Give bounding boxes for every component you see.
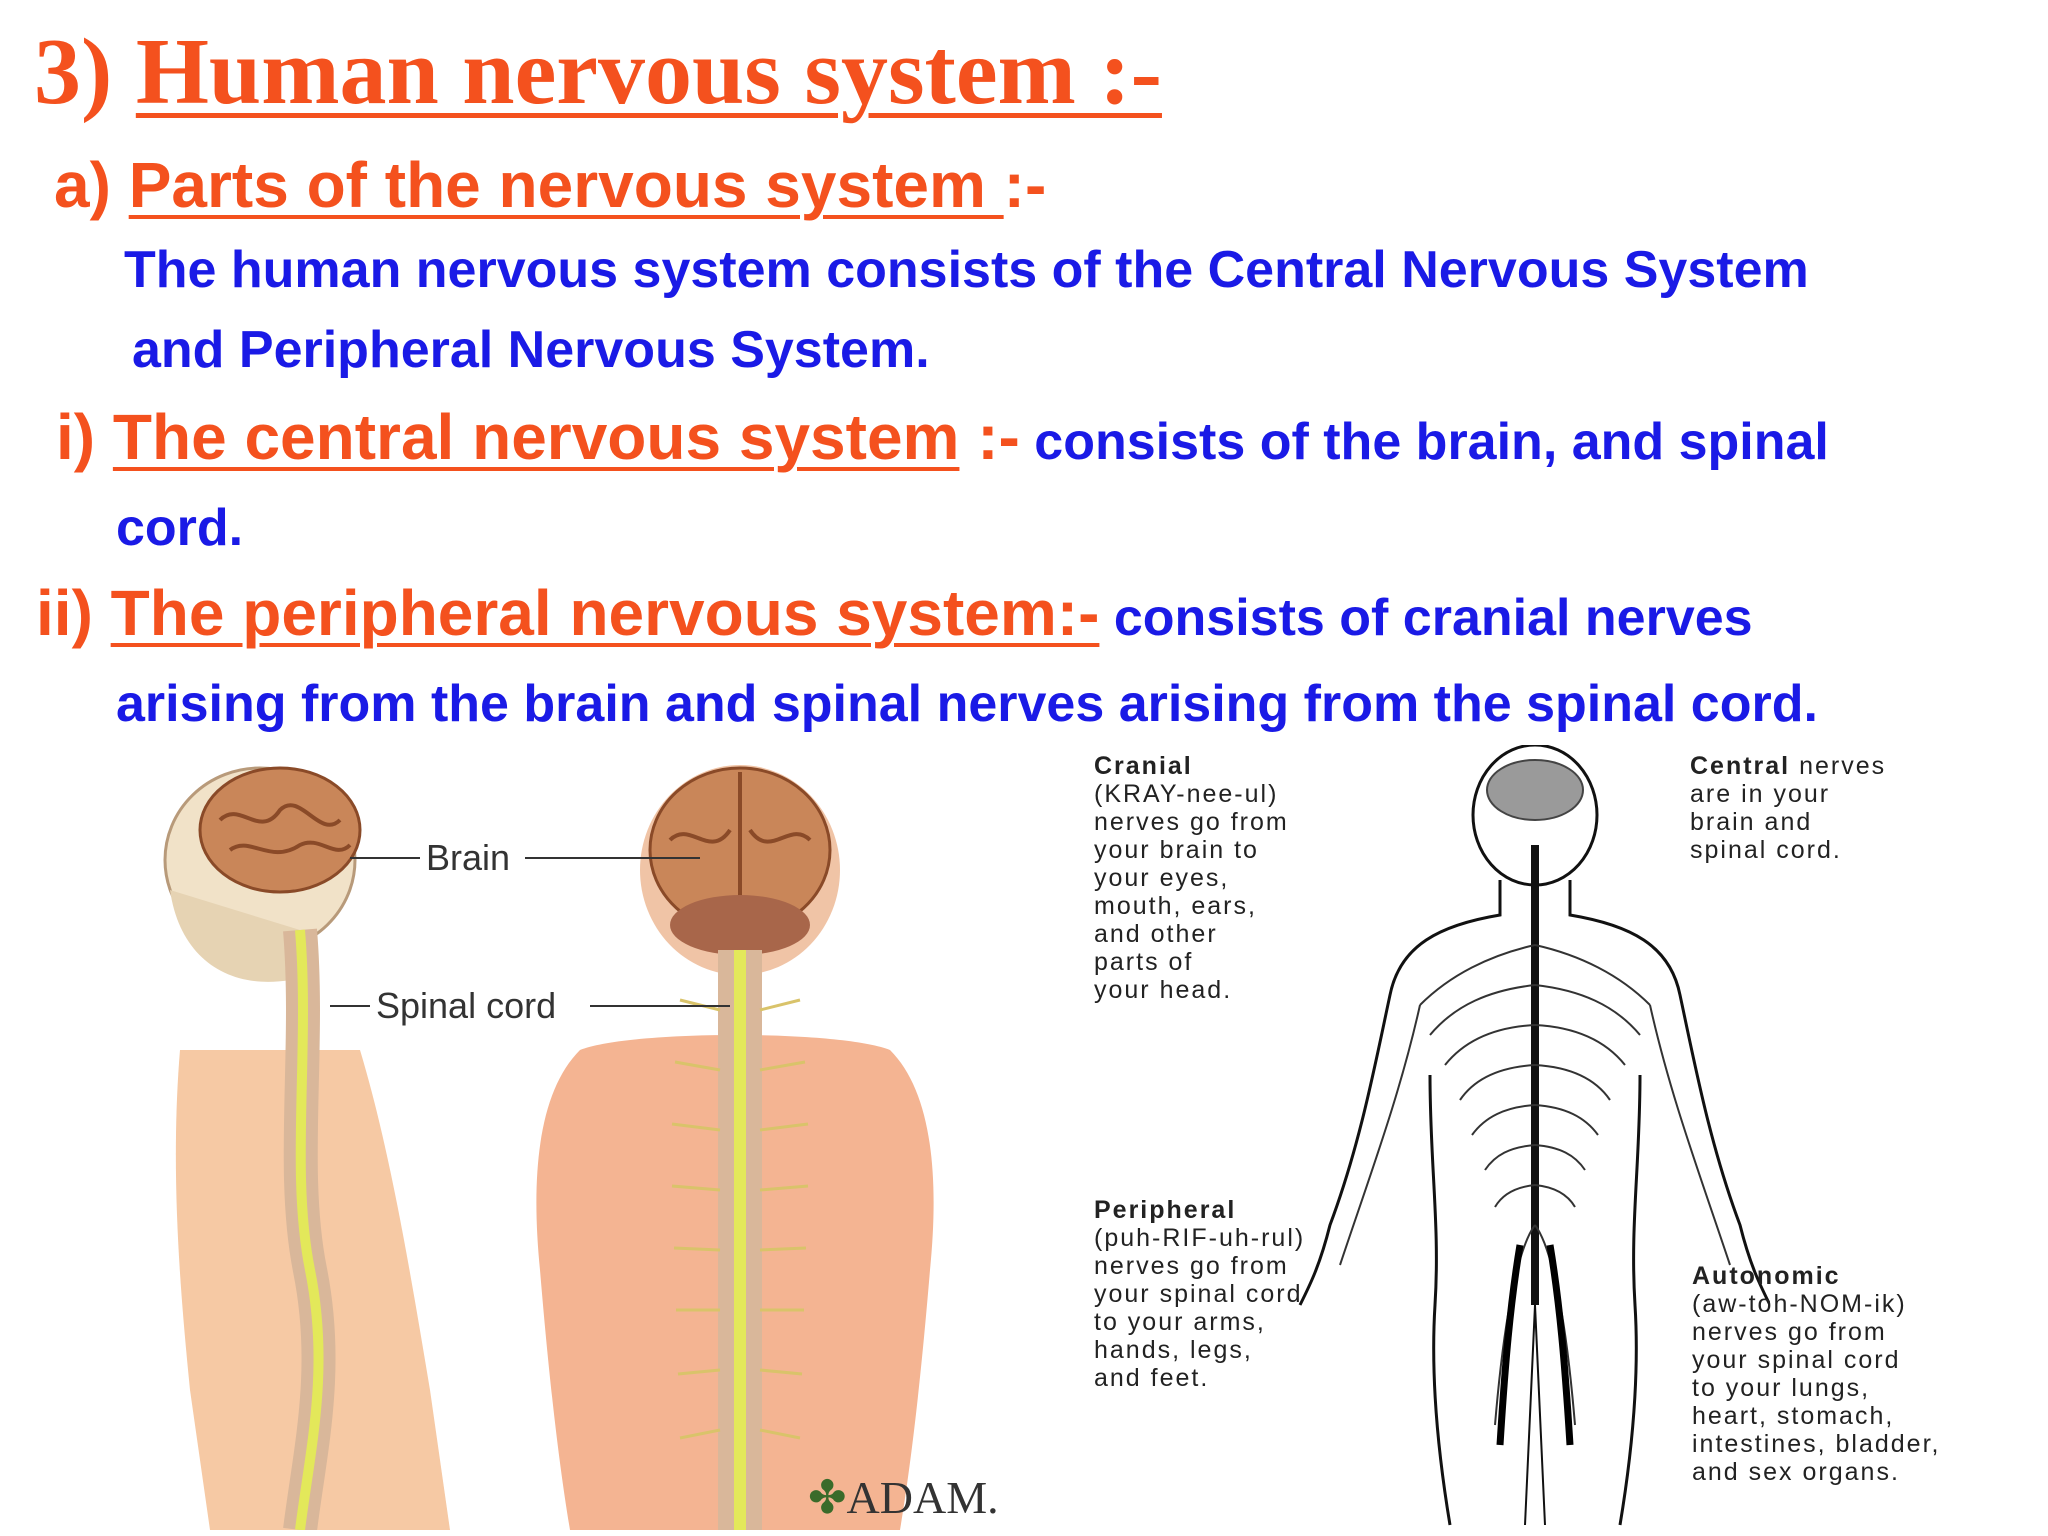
central-label-text: nerves are in your brain and spinal cord… [1690, 752, 1887, 864]
section-a-line2: and Peripheral Nervous System. [132, 321, 930, 379]
autonomic-label-text: (aw-toh-NOM-ik) nerves go from your spin… [1692, 1290, 1941, 1486]
section-a-line1: The human nervous system consists of the… [124, 241, 1809, 299]
peripheral-label-bold: Peripheral [1094, 1196, 1237, 1224]
brain-label: Brain [426, 837, 510, 878]
section-i-line2: cord. [116, 499, 244, 557]
section-i-text: consists of the brain, and spinal [1019, 413, 1829, 471]
nervous-system-body-diagram [1298, 745, 1770, 1526]
adam-leaf-icon: ✤ [808, 1472, 847, 1523]
page-title: 3) Human nervous system :- [34, 18, 1162, 126]
heading-number: 3) [34, 20, 113, 124]
adam-credit: ✤ADAM. [808, 1470, 999, 1524]
section-ii-marker: ii) [36, 577, 93, 649]
section-i-title: The central nervous system [112, 401, 960, 473]
autonomic-label-bold: Autonomic [1692, 1262, 1841, 1290]
section-a-title: Parts of the nervous system [128, 149, 1004, 221]
central-label-bold: Central [1690, 752, 1791, 780]
spine-brain-illustration: Brain Spinal cord [163, 765, 934, 1530]
section-a-heading: a) Parts of the nervous system :- [54, 148, 1046, 222]
cranial-label-bold: Cranial [1094, 752, 1193, 780]
peripheral-label-text: (puh-RIF-uh-rul) nerves go from your spi… [1094, 1224, 1306, 1392]
section-ii-text: consists of cranial nerves [1099, 589, 1753, 647]
spinal-cord-label: Spinal cord [376, 985, 556, 1026]
section-i-heading: i) The central nervous system :- consist… [56, 400, 1829, 474]
autonomic-label: Autonomic (aw-toh-NOM-ik) nerves go from… [1692, 1262, 1940, 1486]
peripheral-label: Peripheral (puh-RIF-uh-rul) nerves go fr… [1094, 1196, 1305, 1392]
adam-credit-text: ADAM. [846, 1472, 999, 1523]
section-a-suffix: :- [1003, 149, 1047, 221]
cranial-label: Cranial (KRAY-nee-ul) nerves go from you… [1094, 752, 1289, 1004]
cranial-label-text: (KRAY-nee-ul) nerves go from your brain … [1094, 780, 1289, 1004]
section-ii-title: The peripheral nervous system:- [110, 577, 1100, 649]
section-ii-line2: arising from the brain and spinal nerves… [116, 675, 1818, 733]
section-i-suffix: :- [959, 401, 1020, 473]
section-ii-heading: ii) The peripheral nervous system:- cons… [36, 576, 1753, 650]
heading-title: Human nervous system :- [135, 20, 1162, 124]
section-a-marker: a) [54, 149, 111, 221]
central-label: Central nerves are in your brain and spi… [1690, 752, 1886, 864]
section-i-marker: i) [56, 401, 96, 473]
